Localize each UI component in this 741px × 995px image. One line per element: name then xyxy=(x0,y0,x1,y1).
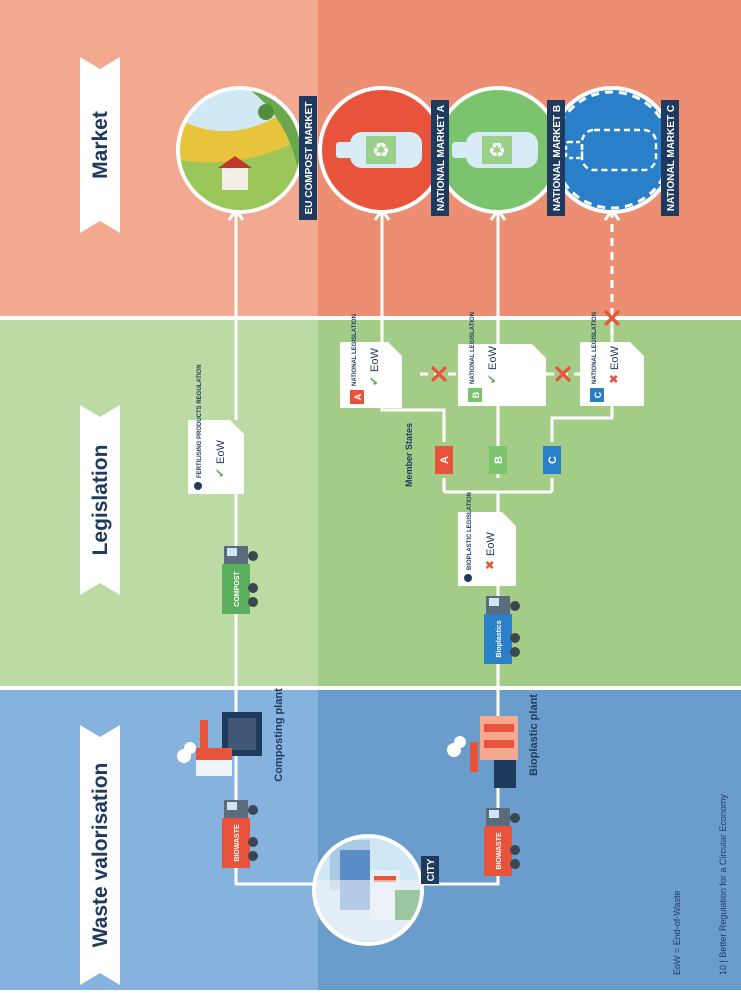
doc-fertilising-check-icon: ✔ xyxy=(213,468,227,478)
doc-fertilising: FERTILISING PRODUCTS REGULATION ✔ EoW xyxy=(188,364,244,494)
bottle-outline-icon-c xyxy=(580,128,658,172)
flow-lines xyxy=(227,207,614,886)
truck-label-biowaste-bottom: BIOWASTE xyxy=(496,832,503,870)
market-label-a: NATIONAL MARKET A xyxy=(436,105,447,211)
composting-plant-icon xyxy=(177,712,262,776)
doc-bioplastic-title: BIOPLASTIC LEGISLATION xyxy=(467,492,473,570)
eu-compost-market-circle xyxy=(176,86,304,214)
city-label: CITY xyxy=(426,858,437,881)
band-title-waste: Waste valorisation xyxy=(89,763,112,948)
doc-national-a-status: EoW xyxy=(369,348,381,372)
truck-bioplastics: Bioplastics xyxy=(484,596,520,664)
doc-fertilising-title: FERTILISING PRODUCTS REGULATION xyxy=(197,364,203,478)
doc-fertilising-status: EoW xyxy=(215,440,227,464)
member-state-a-letter: A xyxy=(439,456,451,464)
truck-label-compost: COMPOST xyxy=(234,571,241,607)
member-states-text: Member States xyxy=(404,423,414,487)
composting-plant-label: Composting plant xyxy=(273,688,285,782)
doc-national-b-title: NATIONAL LEGISLATION xyxy=(470,312,476,384)
market-label-c: NATIONAL MARKET C xyxy=(666,105,677,211)
truck-label-bioplastics: Bioplastics xyxy=(496,620,503,657)
market-circle-b: ♻ xyxy=(434,86,562,214)
doc-national-c: C NATIONAL LEGISLATION ✖ EoW xyxy=(580,312,644,406)
ribbon-market: Market xyxy=(80,57,120,233)
doc-bioplastic-cross-icon: ✖ xyxy=(483,560,497,570)
market-label-eu: EU COMPOST MARKET xyxy=(304,102,315,215)
doc-national-a-letter: A xyxy=(353,393,363,400)
doc-national-c-title: NATIONAL LEGISLATION xyxy=(592,312,598,384)
doc-national-b-status: EoW xyxy=(487,346,499,370)
member-state-c-letter: C xyxy=(547,456,559,464)
doc-national-a: A NATIONAL LEGISLATION ✔ EoW xyxy=(340,314,402,408)
doc-bioplastic: BIOPLASTIC LEGISLATION ✖ EoW xyxy=(458,492,516,586)
member-state-b-letter: B xyxy=(493,456,505,464)
market-label-b: NATIONAL MARKET B xyxy=(552,105,563,211)
doc-national-c-status: EoW xyxy=(609,346,621,370)
band-legislation xyxy=(0,318,741,688)
member-state-a-tag: A xyxy=(435,446,453,474)
doc-bioplastic-status: EoW xyxy=(485,532,497,556)
legend-text: EoW = End-of-Waste xyxy=(672,891,682,975)
doc-national-a-check-icon: ✔ xyxy=(367,376,381,386)
truck-biowaste-bottom: BIOWASTE xyxy=(484,808,520,876)
cross-marks xyxy=(431,310,620,382)
doc-national-b-check-icon: ✔ xyxy=(485,374,499,384)
market-circle-c xyxy=(548,86,676,214)
doc-national-c-cross-icon: ✖ xyxy=(607,374,621,384)
truck-compost: COMPOST xyxy=(222,546,258,614)
market-tag-a: NATIONAL MARKET A xyxy=(431,100,449,216)
member-state-c-tag: C xyxy=(543,446,561,474)
footer-text: 10 | Better Regulation for a Circular Ec… xyxy=(718,794,728,975)
truck-label-biowaste-top: BIOWASTE xyxy=(234,824,241,862)
member-states-label: Member States xyxy=(404,423,414,487)
city-circle xyxy=(312,834,424,946)
recycle-icon-a: ♻ xyxy=(372,140,390,162)
ribbon-waste: Waste valorisation xyxy=(80,725,120,985)
city-tag: CITY xyxy=(421,856,439,884)
market-tag-eu: EU COMPOST MARKET xyxy=(299,96,317,220)
bioplastic-plant-label: Bioplastic plant xyxy=(528,694,540,776)
doc-national-a-title: NATIONAL LEGISLATION xyxy=(352,314,358,386)
member-state-b-tag: B xyxy=(489,446,507,474)
band-title-legislation: Legislation xyxy=(89,445,112,556)
doc-national-c-letter: C xyxy=(593,391,603,398)
ribbon-legislation: Legislation xyxy=(80,405,120,595)
truck-biowaste-top: BIOWASTE xyxy=(222,800,258,868)
band-title-market: Market xyxy=(89,111,112,179)
market-tag-c: NATIONAL MARKET C xyxy=(661,100,679,216)
doc-national-b-letter: B xyxy=(471,391,481,398)
market-tag-b: NATIONAL MARKET B xyxy=(547,100,565,216)
bioplastic-plant-icon xyxy=(447,716,518,788)
market-circle-a: ♻ xyxy=(318,86,446,214)
recycle-icon-b: ♻ xyxy=(488,140,506,162)
doc-national-b: B NATIONAL LEGISLATION ✔ EoW xyxy=(458,312,546,406)
